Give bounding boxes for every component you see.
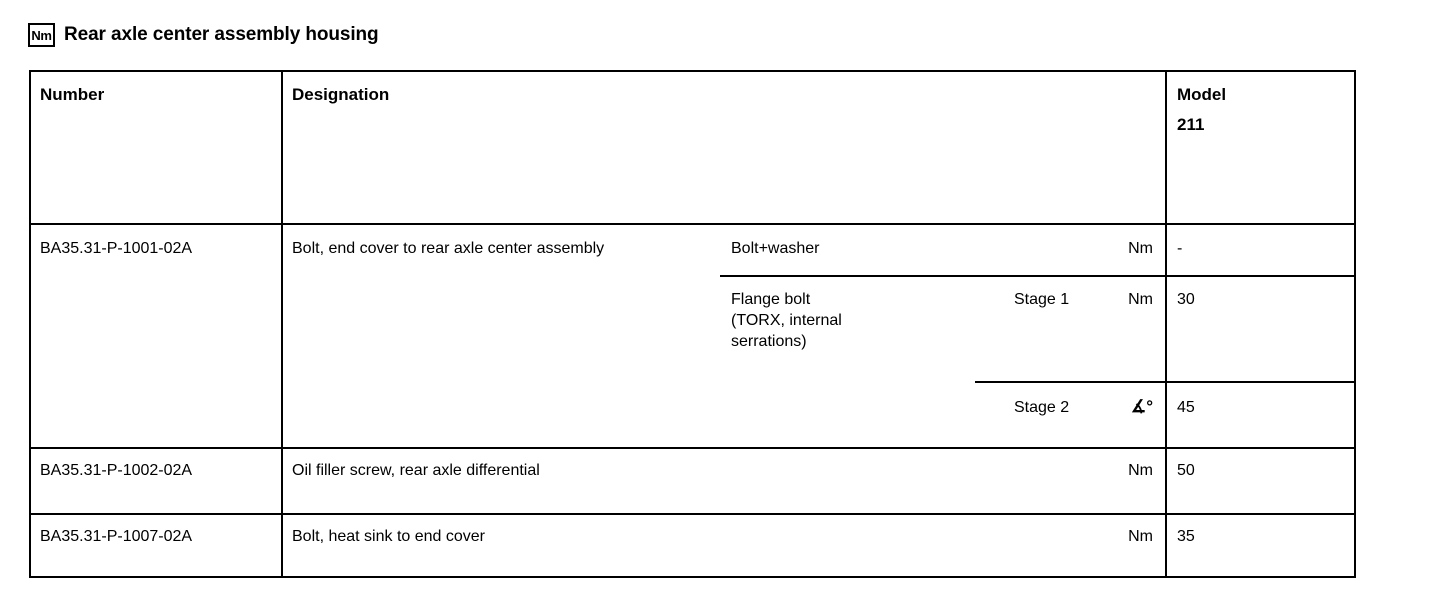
column-divider-number-designation bbox=[281, 70, 283, 578]
subrow-unit-angle-icon: ∡° bbox=[1130, 397, 1153, 416]
nm-unit-icon: Nm bbox=[28, 23, 55, 47]
table-row: BA35.31-P-1007-02A bbox=[40, 528, 193, 545]
subrow-value: 45 bbox=[1177, 399, 1195, 416]
subrow-value: 50 bbox=[1177, 462, 1195, 479]
row-designation: Bolt, heat sink to end cover bbox=[292, 528, 485, 545]
subrow-variant: Flange bolt (TORX, internal serrations) bbox=[731, 291, 842, 350]
row-divider-header bbox=[29, 223, 1356, 225]
page-title-text: Rear axle center assembly housing bbox=[64, 24, 379, 45]
table-outer-frame bbox=[29, 70, 1356, 578]
subrow-value: - bbox=[1177, 240, 1183, 257]
row-designation: Oil filler screw, rear axle differential bbox=[292, 462, 540, 479]
subrow-divider-2 bbox=[975, 381, 1356, 383]
subrow-stage: Stage 1 bbox=[1014, 291, 1070, 308]
row-designation: Bolt, end cover to rear axle center asse… bbox=[292, 240, 605, 257]
column-header-designation: Designation bbox=[292, 85, 390, 104]
page-title: Nm Rear axle center assembly housing bbox=[28, 23, 379, 47]
column-divider-value bbox=[1165, 70, 1167, 578]
subrow-value: 30 bbox=[1177, 291, 1195, 308]
subrow-unit: Nm bbox=[1128, 240, 1153, 257]
subrow-value: 35 bbox=[1177, 528, 1195, 545]
row-divider-2 bbox=[29, 513, 1356, 515]
subrow-unit: Nm bbox=[1128, 528, 1153, 545]
subrow-stage: Stage 2 bbox=[1014, 399, 1070, 416]
row-divider-1 bbox=[29, 447, 1356, 449]
column-header-number: Number bbox=[40, 85, 105, 104]
subrow-unit: Nm bbox=[1128, 291, 1153, 308]
subrow-unit: Nm bbox=[1128, 462, 1153, 479]
table-row: BA35.31-P-1002-02A bbox=[40, 462, 193, 479]
table-row: BA35.31-P-1001-02A bbox=[40, 240, 193, 257]
column-header-model-label: Model bbox=[1177, 85, 1227, 104]
column-header-model-value: 211 bbox=[1177, 115, 1205, 134]
subrow-divider-1 bbox=[720, 275, 1356, 277]
subrow-variant: Bolt+washer bbox=[731, 240, 820, 257]
